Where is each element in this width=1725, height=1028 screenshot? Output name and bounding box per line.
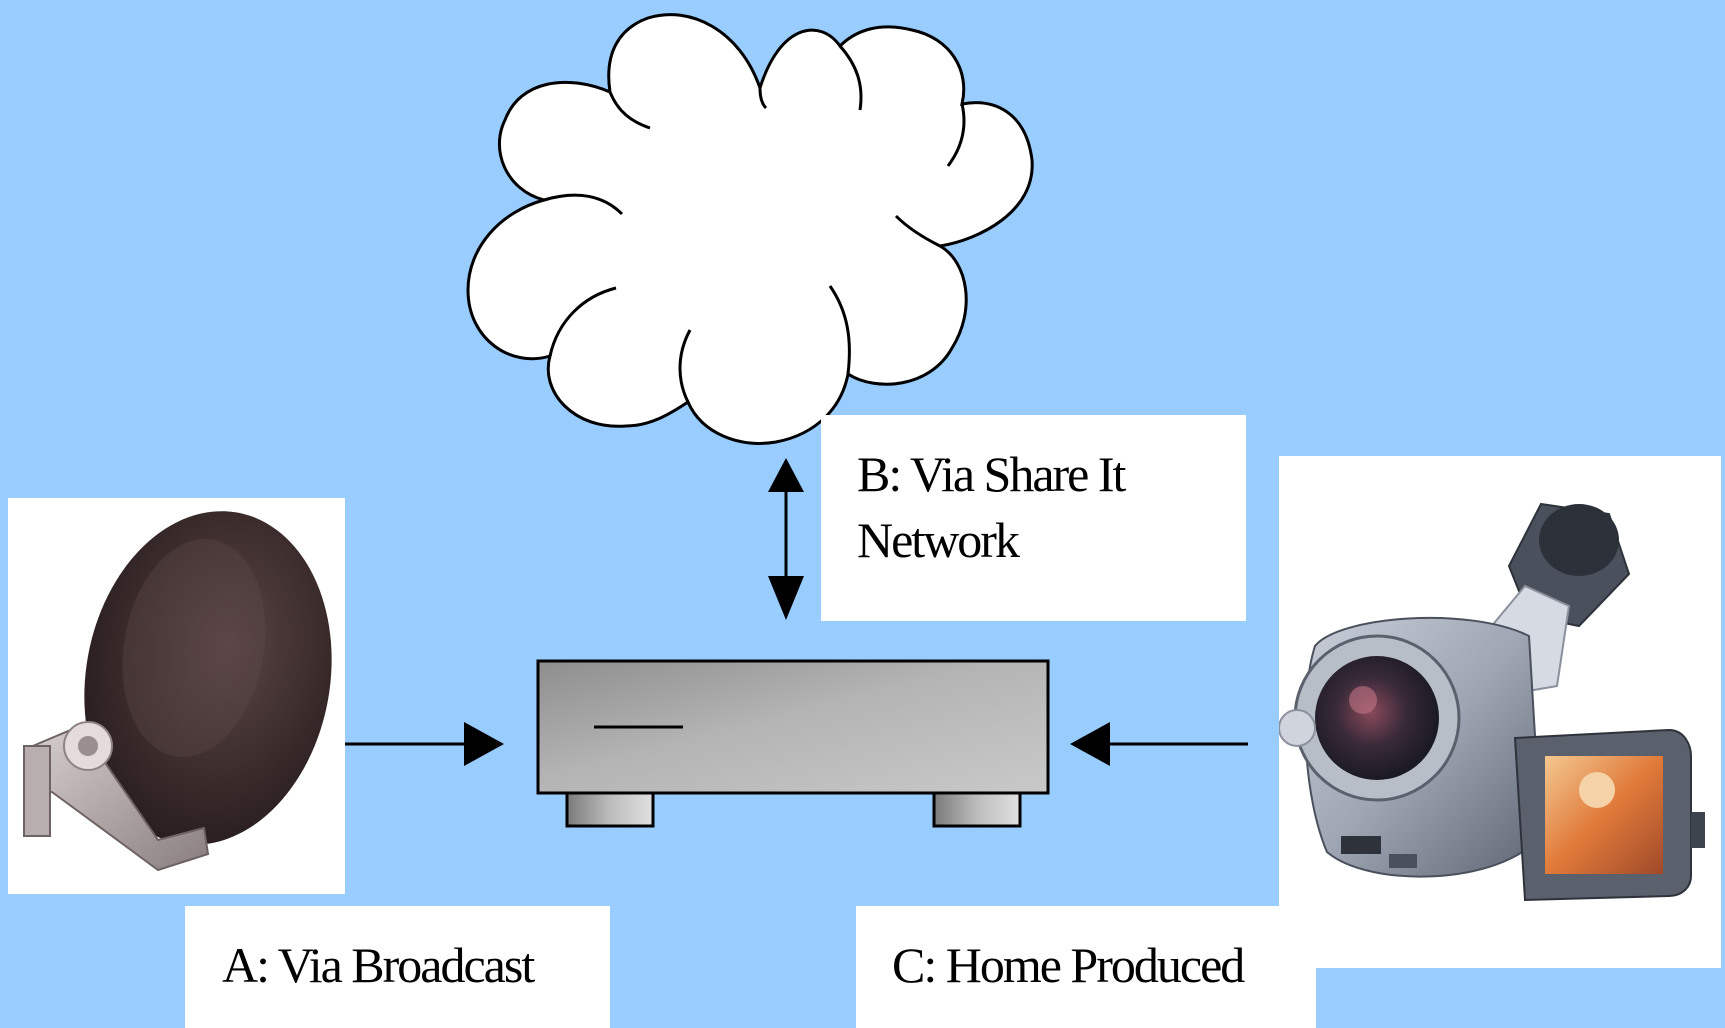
double-arrow-icon: [768, 458, 804, 620]
label-home-produced: C: Home Produced: [856, 906, 1316, 1028]
arrow-left-icon: [1070, 722, 1248, 766]
satellite-dish-photo: [8, 498, 345, 894]
label-a-text: A: Via Broadcast: [222, 937, 535, 993]
label-c-text: C: Home Produced: [892, 937, 1245, 993]
label-via-broadcast: A: Via Broadcast: [185, 906, 610, 1028]
label-b-line1: B: Via Share It: [857, 446, 1126, 502]
set-top-box-icon: [536, 659, 1050, 828]
camcorder-photo: [1279, 456, 1721, 968]
arrow-right-icon: [326, 722, 504, 766]
cloud-icon: [466, 13, 1034, 445]
label-b-line2: Network: [857, 512, 1020, 568]
label-via-share-it-network: B: Via Share It Network: [821, 415, 1246, 621]
